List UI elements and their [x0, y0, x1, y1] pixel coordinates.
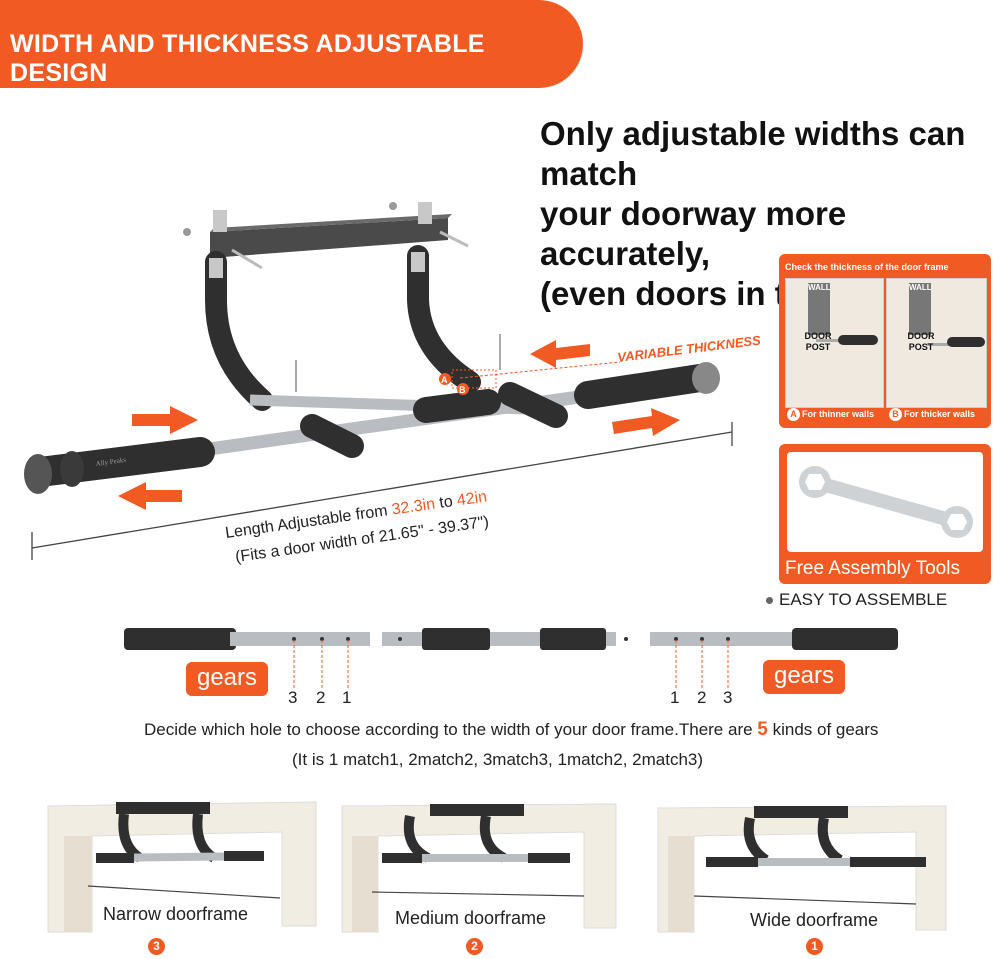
arrow-out-right: [612, 408, 680, 436]
banner-title: WIDTH AND THICKNESS ADJUSTABLE DESIGN: [10, 30, 485, 87]
doorframe-narrow-badge: 3: [148, 938, 165, 955]
left-handle-grip: [205, 251, 273, 411]
door-post-b: DOOR POST: [907, 331, 935, 352]
right-handle-grip: [407, 245, 481, 393]
wall-label-a: WALL: [808, 283, 831, 335]
gear-count: 5: [757, 719, 768, 740]
headline-line-2: your doorway more accurately,: [540, 195, 847, 272]
dimension-line: [31, 431, 733, 549]
circle-a: A: [787, 408, 800, 421]
panel-thin-wall: WALL DOOR POST: [785, 278, 884, 408]
decide-text: Decide which hole to choose according to…: [144, 719, 879, 740]
variable-thickness-label: VARIABLE THICKNESS: [617, 332, 760, 365]
doorframe-medium-label: Medium doorframe: [395, 908, 547, 928]
rear-bar-tube: [249, 394, 561, 416]
circle-b: B: [889, 408, 902, 421]
gear-num-right-3: 3: [723, 688, 733, 707]
wrench-icon: [799, 466, 973, 538]
doorframe-wide-label: Wide doorframe: [750, 910, 879, 930]
marker-a: A: [441, 375, 448, 385]
marker-b-dot: [457, 383, 469, 395]
marker-b: B: [459, 385, 466, 395]
length-max: 42in: [456, 488, 488, 509]
easy-to-assemble: EASY TO ASSEMBLE: [766, 590, 947, 610]
door-post-a: DOOR POST: [804, 331, 832, 352]
top-crossbar: [210, 218, 448, 258]
doorframe-medium: [341, 803, 617, 933]
thickness-card: Check the thickness of the door frame WA…: [779, 254, 991, 428]
center-foam: [413, 389, 501, 423]
gear-hole-guides: [293, 640, 729, 688]
doorframe-wide-badge: 1: [806, 938, 823, 955]
gear-num-left-1: 1: [342, 688, 352, 707]
length-min: 32.3in: [391, 496, 437, 519]
marker-a-dot: [439, 373, 451, 385]
doorframe-narrow-label: Narrow doorframe: [103, 904, 249, 924]
front-handle-left: [300, 414, 364, 458]
gear-num-left-3: 3: [288, 688, 298, 707]
gears-label-right: gears: [763, 660, 845, 694]
gear-num-left-2: 2: [316, 688, 326, 707]
panel-thick-wall: WALL DOOR POST: [886, 278, 987, 408]
front-handle-right: [498, 382, 568, 428]
tools-card-title: Free Assembly Tools: [785, 558, 960, 579]
right-end-foam: [574, 364, 714, 409]
wall-label-b: WALL: [909, 283, 932, 335]
arrow-out-left: [118, 482, 182, 510]
title-banner: WIDTH AND THICKNESS ADJUSTABLE DESIGN: [0, 0, 583, 88]
doorframe-medium-badge: 2: [466, 938, 483, 955]
bullet-icon: [766, 597, 773, 605]
disassembled-bar: [124, 628, 898, 650]
arrow-in-left: [132, 406, 198, 434]
top-post-left: [213, 210, 227, 232]
pullup-bar-diagram: A B VARIABLE THICKNESS Ally Peaks Length…: [24, 202, 760, 566]
doorframe-wide: [657, 805, 947, 933]
top-post-right: [418, 202, 432, 224]
length-to: to: [434, 493, 458, 513]
arrow-thickness: [530, 340, 590, 368]
gear-num-right-1: 1: [670, 688, 680, 707]
tools-card: Free Assembly Tools: [779, 444, 991, 584]
headline: Only adjustable widths can match your do…: [540, 114, 1000, 314]
gears-label-left: gears: [186, 662, 268, 696]
match-detail: (It is 1 match1, 2match2, 3match3, 1matc…: [292, 750, 704, 769]
thickness-card-title: Check the thickness of the door frame: [785, 262, 949, 272]
doorframe-narrow: [47, 801, 317, 933]
headline-line-1: Only adjustable widths can match: [540, 115, 966, 192]
gear-num-right-2: 2: [697, 688, 707, 707]
